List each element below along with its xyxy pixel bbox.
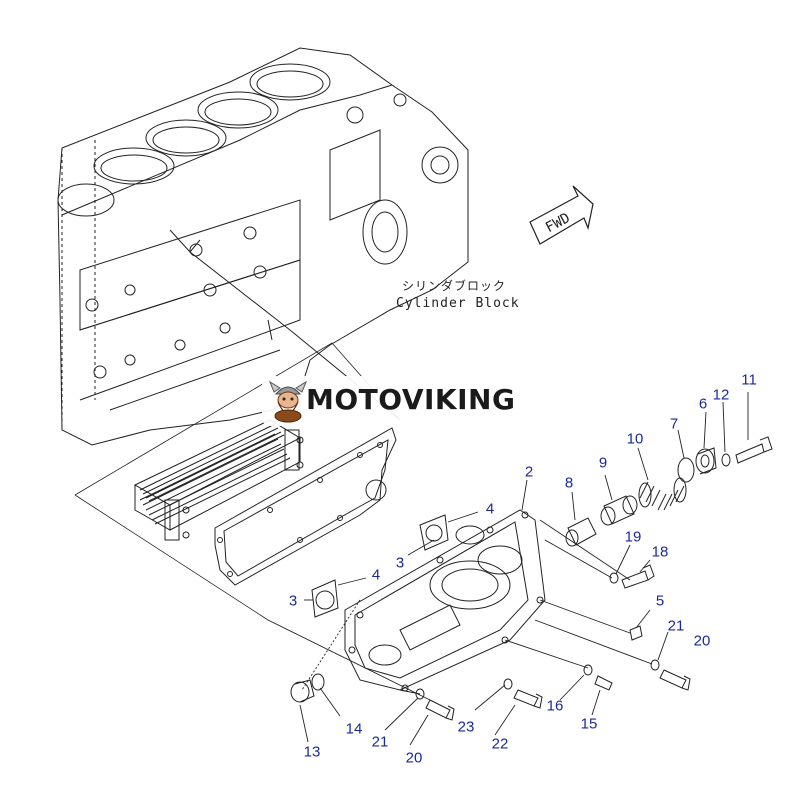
- valve-oring: [677, 457, 695, 483]
- oil-cooler-cover: [344, 509, 546, 692]
- bolt-11: [735, 436, 773, 464]
- valve-spring: [638, 477, 687, 511]
- fwd-arrow-icon: [529, 185, 594, 245]
- valve-piston: [600, 495, 638, 526]
- callout-14: 14: [345, 720, 363, 738]
- callout-9: 9: [598, 454, 608, 472]
- callout-4-upper: 4: [485, 500, 495, 518]
- callout-21-left: 21: [371, 733, 389, 751]
- bolt-22: [513, 689, 543, 709]
- washer-16: [583, 664, 593, 676]
- callout-20-right: 20: [693, 632, 711, 650]
- callout-15: 15: [580, 715, 598, 733]
- watermark-banner: [262, 376, 536, 426]
- bolt-20-right: [659, 669, 691, 691]
- callout-19: 19: [624, 528, 642, 546]
- callout-21-right: 21: [667, 617, 685, 635]
- cooler-gasket: [214, 427, 397, 586]
- oil-cooler-core: [133, 419, 304, 541]
- small-gasket-lower: [311, 579, 339, 618]
- bolt-20-left: [425, 699, 455, 721]
- callout-4-lower: 4: [371, 566, 381, 584]
- callout-11: 11: [741, 371, 757, 389]
- washer-21-right: [650, 659, 660, 671]
- cylinder-block-drawing: [57, 47, 469, 446]
- washer-19: [609, 572, 619, 584]
- washer-12: [721, 453, 731, 467]
- washer-23: [503, 678, 513, 690]
- callout-7: 7: [669, 415, 679, 433]
- callout-3-upper: 3: [395, 554, 405, 572]
- leader-lines: [267, 392, 749, 746]
- bolt-18: [621, 564, 655, 589]
- oring-14: [311, 673, 325, 691]
- callout-3-lower: 3: [288, 592, 298, 610]
- callout-12: 12: [712, 386, 730, 404]
- washer-21-left: [415, 688, 425, 700]
- callout-10: 10: [626, 430, 644, 448]
- callout-16: 16: [546, 697, 564, 715]
- cylinder-block-label-jp: シリンダブロック: [402, 279, 507, 293]
- callout-20-left: 20: [405, 749, 423, 767]
- plug-13: [290, 679, 315, 703]
- callout-13: 13: [303, 743, 321, 761]
- small-gasket-upper: [419, 514, 449, 551]
- valve-plug: [695, 447, 717, 475]
- callout-5: 5: [655, 592, 665, 610]
- callout-2: 2: [524, 463, 534, 481]
- viking-mascot-icon: [268, 380, 308, 423]
- callout-6: 6: [698, 395, 708, 413]
- callout-23: 23: [457, 718, 475, 736]
- callout-8: 8: [564, 474, 574, 492]
- callout-22: 22: [491, 735, 509, 753]
- bolt-15: [594, 675, 613, 691]
- relief-valve-body: [565, 517, 597, 547]
- cylinder-block-label-en: Cylinder Block: [396, 296, 520, 311]
- nut-5: [629, 625, 643, 641]
- watermark-brand-text: MOTOVIKING: [306, 383, 516, 416]
- callout-18: 18: [651, 543, 669, 561]
